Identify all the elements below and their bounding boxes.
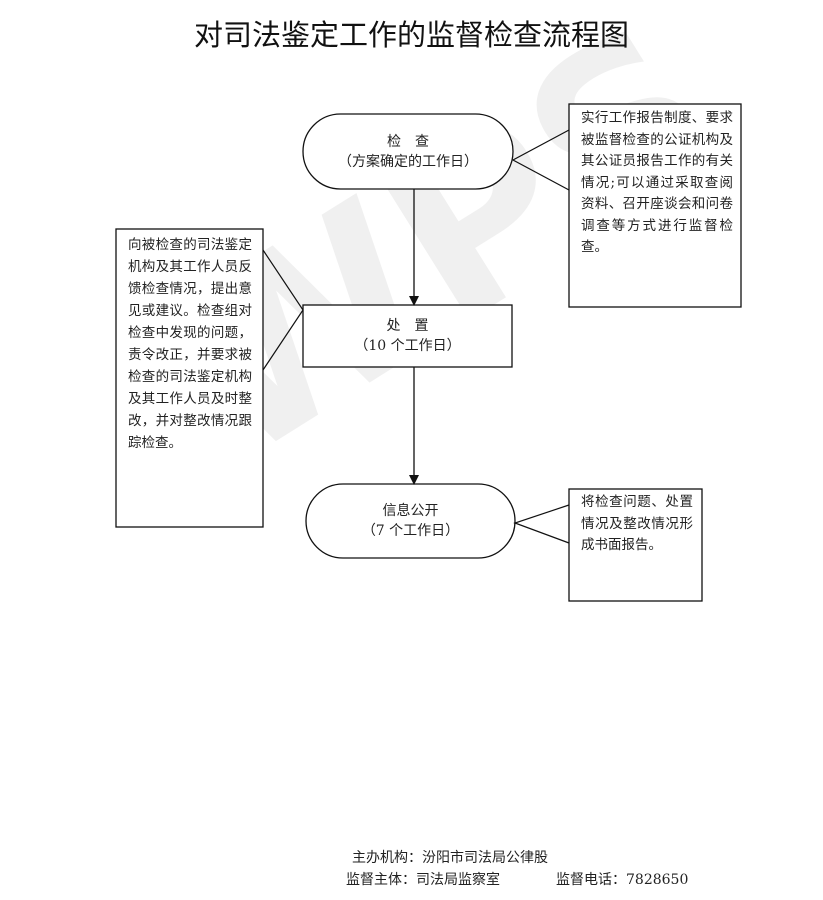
check-note: 实行工作报告制度、要求被监督检查的公证机构及其公证员报告工作的有关情况;可以通过…: [581, 110, 733, 255]
check-note-box: [568, 103, 742, 308]
check-callout: [511, 129, 570, 191]
check-node-shape: [302, 113, 514, 190]
page-title: 对司法鉴定工作的监督检查流程图: [193, 18, 629, 52]
disclose-node: 信息公开 （7 个工作日）: [306, 484, 515, 558]
check-node-sub: （方案确定的工作日）: [338, 153, 478, 170]
disclose-note-box: [568, 488, 703, 602]
footer-phone: 监督电话：7828650: [556, 872, 689, 888]
handle-node-shape: [302, 304, 513, 368]
check-node: 检 查 （方案确定的工作日）: [303, 114, 513, 189]
handle-note: 向被检查的司法鉴定机构及其工作人员反馈检查情况，提出意见或建议。检查组对检查中发…: [128, 237, 252, 451]
disclose-callout: [513, 504, 570, 544]
handle-note-box: [115, 228, 264, 528]
disclose-node-label: 信息公开: [382, 503, 439, 519]
handle-node-sub: （10 个工作日）: [354, 338, 461, 354]
footer-organizer: 主办机构：汾阳市司法局公律股: [352, 850, 548, 866]
handle-node: 处 置 （10 个工作日）: [303, 305, 512, 367]
handle-node-label: 处 置: [386, 318, 429, 334]
disclose-note: 将检查问题、处置情况及整改情况形成书面报告。: [581, 494, 693, 553]
disclose-node-sub: （7 个工作日）: [361, 523, 460, 539]
handle-callout: [262, 249, 304, 371]
check-node-label: 检 查: [387, 133, 429, 150]
footer-supervisor: 监督主体：司法局监察室: [346, 872, 500, 888]
